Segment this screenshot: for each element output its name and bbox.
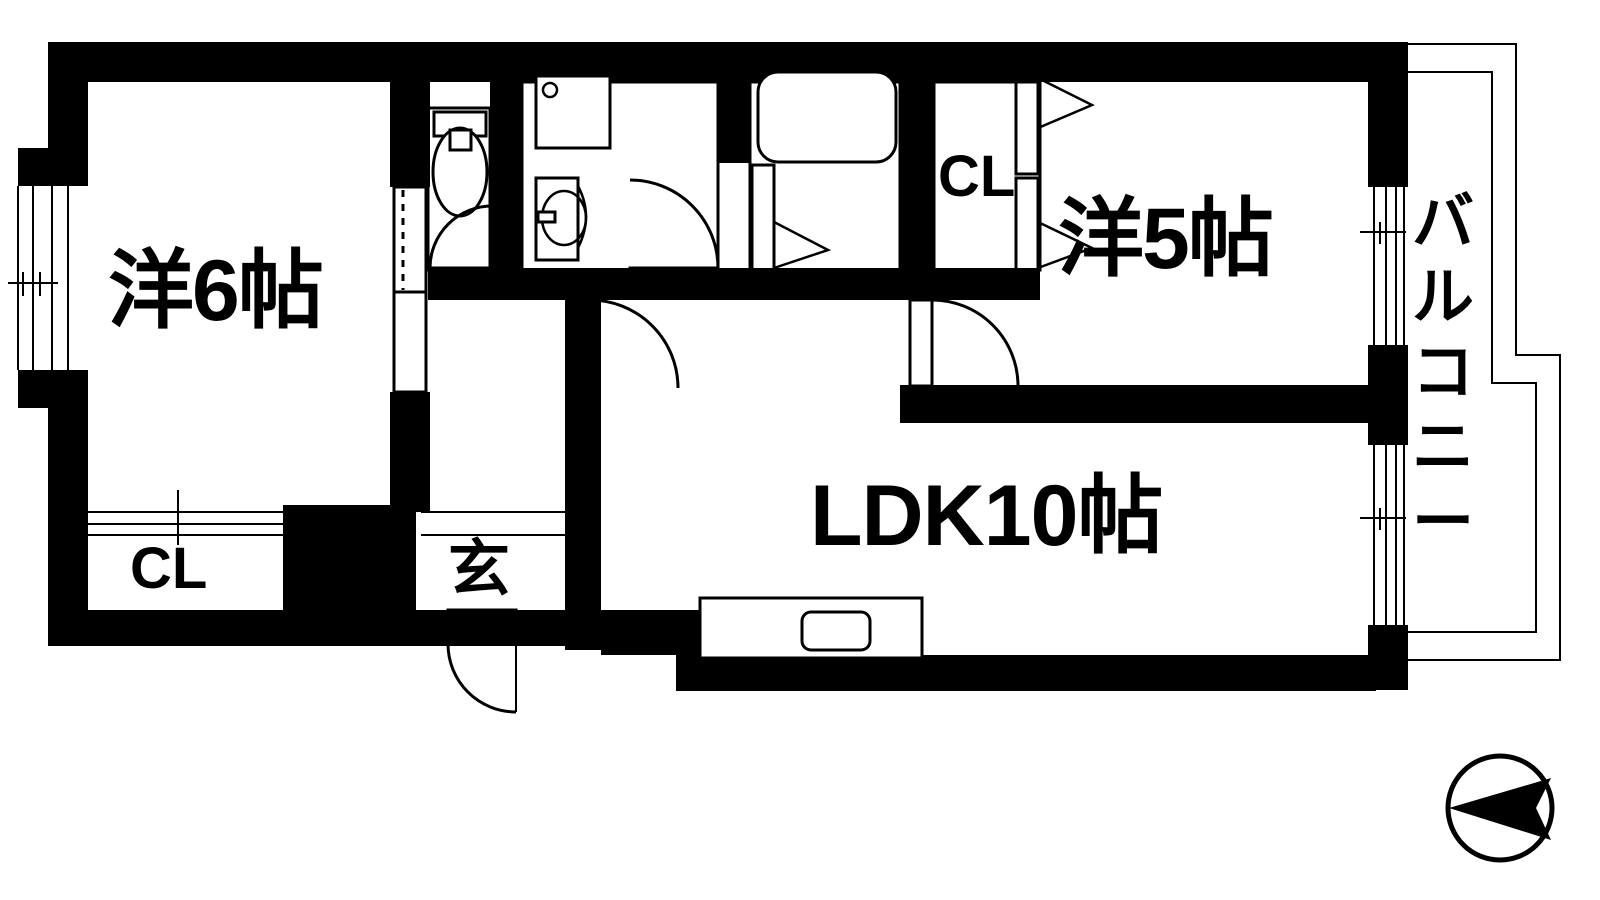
bath-folding-door-leaf — [750, 163, 776, 273]
bathroom — [748, 70, 902, 273]
ldk-10: LDK10帖 — [685, 468, 1163, 660]
corridor — [566, 298, 680, 390]
closet-right-door-leaf-upper — [1014, 80, 1040, 176]
room-5jo: 洋5帖 — [908, 191, 1274, 388]
washing-machine-drain — [541, 81, 559, 99]
room-6jo-label: 洋6帖 — [108, 243, 322, 339]
toilet-door-leaf — [428, 266, 492, 292]
entrance-door-leaf — [446, 608, 518, 646]
kitchen-sink-basin — [800, 610, 872, 652]
balcony-char-2: コ — [1412, 338, 1474, 407]
closet-left: CL — [88, 490, 283, 601]
bath-folding-door-swing — [773, 220, 832, 270]
compass-needle — [1449, 778, 1551, 840]
closet-right-fold-lower — [1037, 220, 1096, 270]
genkan-label: 玄 — [448, 535, 510, 604]
compass-rose — [1445, 753, 1555, 863]
washroom-door-swing — [629, 178, 720, 269]
corridor-door-leaf — [566, 298, 592, 390]
corridor-door-swing — [589, 298, 680, 389]
window-west — [8, 186, 69, 370]
closet-right: CL — [932, 76, 1096, 272]
closet-right-door-leaf-lower — [1014, 176, 1040, 272]
ldk-label: LDK10帖 — [810, 468, 1162, 564]
room-6jo: 洋6帖 — [108, 243, 324, 339]
balcony-char-1: ル — [1412, 263, 1474, 332]
room5-door-swing — [931, 298, 1020, 387]
toilet-room — [426, 106, 493, 292]
balcony: バ ル コ ニ ー — [1360, 43, 1561, 661]
room5-door-leaf — [908, 298, 934, 388]
washroom — [520, 74, 720, 292]
balcony-char-4: ー — [1412, 488, 1474, 557]
closet-right-label: CL — [938, 144, 1015, 209]
balcony-char-0: バ — [1412, 188, 1474, 257]
balcony-railing-inner — [1398, 71, 1537, 633]
genkan: 玄 — [421, 511, 565, 714]
balcony-char-3: ニ — [1412, 413, 1474, 482]
washroom-door-leaf — [628, 266, 720, 292]
closet-right-fold-upper — [1037, 76, 1095, 130]
bathtub — [756, 70, 898, 164]
room6-sliding-door — [392, 185, 428, 394]
closet-left-label: CL — [130, 536, 207, 601]
wash-basin-faucet — [536, 210, 557, 224]
structural-walls — [18, 42, 1408, 691]
toilet-door-swing — [428, 204, 493, 269]
toilet-seat-connector — [448, 128, 473, 152]
balcony-railing-outer — [1398, 43, 1561, 661]
washing-machine-space — [534, 74, 612, 150]
room-5jo-label: 洋5帖 — [1058, 191, 1272, 287]
entrance-door-swing — [446, 643, 517, 714]
toilet-tank — [432, 110, 488, 138]
